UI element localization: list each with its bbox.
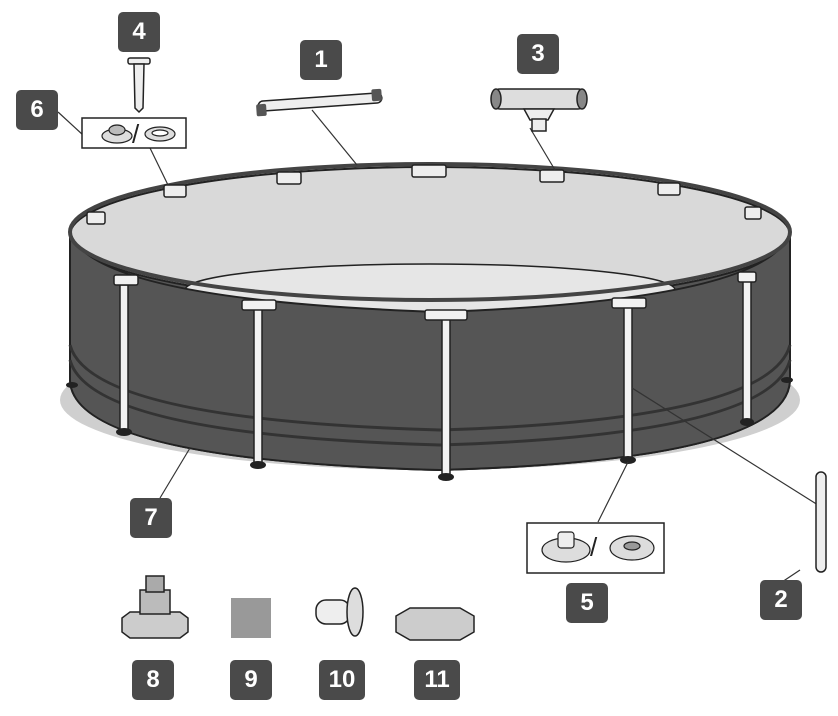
rubber-cap-icon (101, 124, 133, 144)
leg-foot (438, 473, 454, 481)
leader-line-7 (159, 447, 191, 499)
label-5: 5 (566, 583, 608, 623)
repair-patch-part (231, 598, 271, 638)
leg-top-connector (241, 299, 277, 311)
label-6: 6 (16, 90, 58, 130)
cap-nut-part (395, 607, 475, 641)
leg-foot (781, 377, 793, 383)
label-3: 3 (517, 34, 559, 74)
t-connector-part (490, 88, 588, 132)
leg-top-connector (611, 297, 647, 309)
rim-connector (276, 171, 302, 185)
top-rail (68, 162, 792, 302)
rim-connector (744, 206, 762, 220)
leg-top-connector (737, 271, 757, 283)
leg-cap-icon (541, 531, 591, 563)
leg-base-icon (609, 535, 655, 561)
label-2: 2 (760, 580, 802, 620)
label-1: 1 (300, 40, 342, 80)
leg-foot (116, 428, 132, 436)
leader-line-6 (57, 111, 84, 136)
label-8: 8 (132, 660, 174, 700)
leg-top-connector (424, 309, 468, 321)
plug-part (315, 587, 364, 637)
label-4: 4 (118, 12, 160, 52)
separator-part6: / (132, 119, 140, 149)
label-7: 7 (130, 498, 172, 538)
rim-connector (86, 211, 106, 225)
pool-leg (623, 305, 633, 459)
horizontal-rail-part (256, 88, 383, 117)
leg-foot (66, 382, 78, 388)
drain-valve-part (121, 575, 189, 639)
leader-line-5 (597, 461, 629, 523)
pool-leg (441, 317, 451, 476)
vertical-leg-part (815, 471, 827, 573)
label-11: 11 (414, 660, 460, 700)
leader-line-6b (149, 147, 169, 186)
rim-connector (411, 164, 447, 178)
leg-top-connector (113, 274, 139, 286)
rim-connector (657, 182, 681, 196)
leg-foot (740, 418, 754, 426)
rim-connector (539, 169, 565, 183)
label-10: 10 (319, 660, 365, 700)
leg-foot (250, 461, 266, 469)
leader-line-1 (311, 109, 358, 166)
separator-part5: / (590, 532, 598, 562)
pool-leg (742, 279, 752, 421)
pool-leg (253, 307, 263, 464)
leg-foot (620, 456, 636, 464)
rubber-washer-icon (144, 126, 176, 142)
leader-line-2 (631, 387, 819, 506)
rim-connector (163, 184, 187, 198)
label-9: 9 (230, 660, 272, 700)
pool-leg (119, 284, 129, 431)
leader-line-3 (529, 127, 556, 171)
pin-part (127, 57, 151, 114)
